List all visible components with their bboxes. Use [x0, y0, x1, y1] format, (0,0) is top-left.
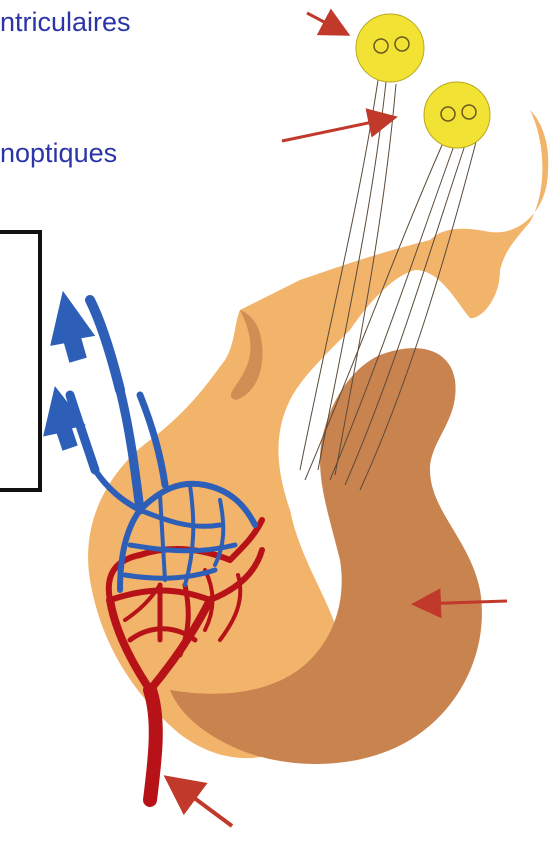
frame-box: [0, 232, 40, 490]
pointer-arrow-4-icon: [170, 780, 232, 826]
pointer-arrow-1-icon: [307, 13, 345, 33]
pointer-arrow-2-icon: [282, 118, 392, 141]
neuron-cell-2-icon: [424, 82, 490, 148]
neuron-cell-1-icon: [356, 14, 424, 82]
